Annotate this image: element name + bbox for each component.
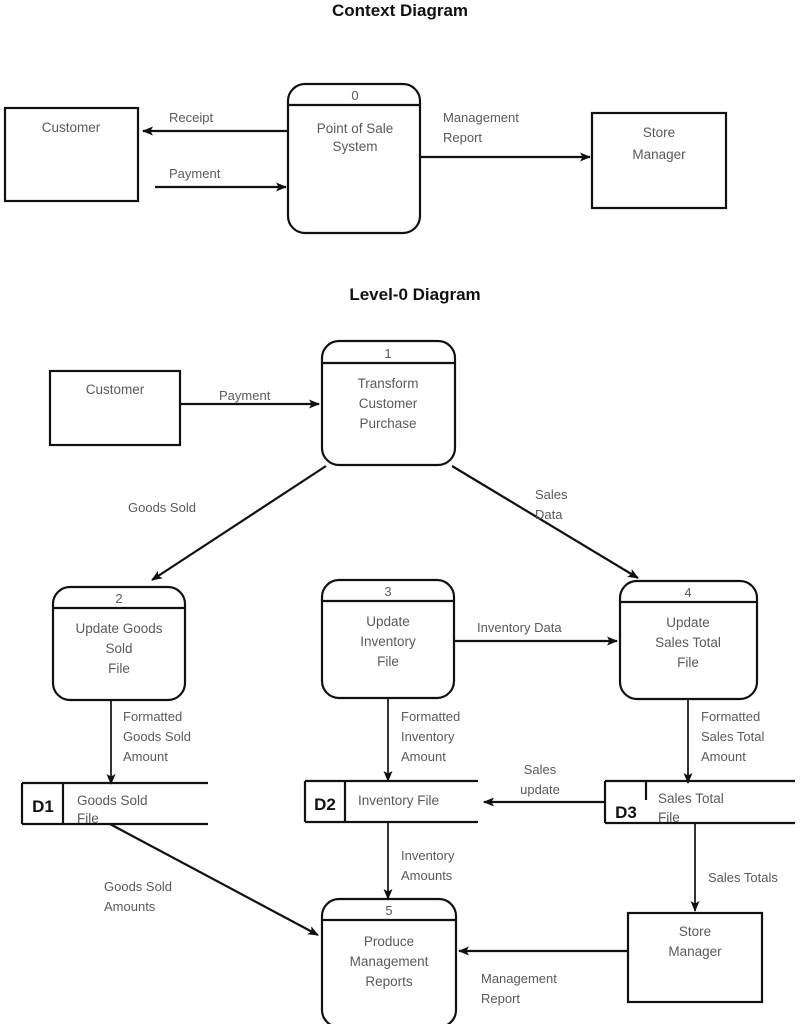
level0-process-5-label-line1: Produce [364,934,414,949]
level0-flow-formatted-goods-sold-amount-line1: Formatted [123,709,182,724]
level0-flow-inventory-amounts-line2: Amounts [401,868,453,883]
level0-flow-formatted-sales-total-amount-line1: Formatted [701,709,760,724]
level0-data-store-inventory-file[interactable] [303,779,478,824]
level0-flow-goods-sold-amounts-line1: Goods Sold [104,879,172,894]
level0-data-store-d3-label-line2: File [658,810,680,825]
level0-entity-customer[interactable] [48,369,182,447]
context-process-point-of-sale-system[interactable] [286,82,422,235]
level0-flow-formatted-sales-total-amount-line2: Sales Total [701,729,764,744]
level0-flow-management-report-line2: Report [481,991,520,1006]
level0-entity-store-manager[interactable] [626,911,764,1004]
level0-data-store-d2-id: D2 [314,795,336,814]
context-process-0-label-line2: System [332,139,377,154]
context-process-0-label-line1: Point of Sale [317,121,394,136]
level0-process-3-label-line2: Inventory [360,634,416,649]
level0-process-2-label-line2: Sold [105,641,132,656]
level0-flow-sales-update-line1: Sales [524,762,557,777]
level0-process-produce-management-reports[interactable] [320,897,458,1024]
level0-flow-formatted-goods-sold-amount-line3: Amount [123,749,168,764]
level0-process-5-label-line3: Reports [365,974,413,989]
context-flow-receipt-label: Receipt [169,110,213,125]
context-entity-customer[interactable] [3,106,140,203]
level0-process-4-label-line2: Sales Total [655,635,721,650]
level0-entity-customer-label: Customer [86,382,145,397]
level0-process-5-number: 5 [385,903,392,918]
level0-flow-payment-label: Payment [219,388,271,403]
level0-flow-inventory-data-label: Inventory Data [477,620,562,635]
level0-process-3-label-line3: File [377,654,399,669]
level0-data-store-d2-label-line1: Inventory File [358,793,439,808]
level0-data-store-d3-label-line1: Sales Total [658,791,724,806]
level0-data-store-d1-label-line2: File [77,811,99,826]
level0-data-store-d1-id: D1 [32,797,54,816]
level0-flow-formatted-inventory-amount-line2: Inventory [401,729,455,744]
level0-flow-formatted-goods-sold-amount-line2: Goods Sold [123,729,191,744]
level0-diagram-title: Level-0 Diagram [349,285,480,304]
level0-process-3-number: 3 [384,584,391,599]
level0-process-2-number: 2 [115,591,122,606]
level0-process-4-label-line1: Update [666,615,710,630]
level0-process-1-label-line1: Transform [357,376,418,391]
level0-flow-formatted-inventory-amount-line3: Amount [401,749,446,764]
level0-flow-sales-data-line1: Sales [535,487,568,502]
context-entity-store-manager-line2: Manager [632,147,686,162]
level0-entity-store-manager-line1: Store [679,924,711,939]
context-flow-payment-label: Payment [169,166,221,181]
context-entity-customer-label: Customer [42,120,101,135]
level0-flow-inventory-amounts-line1: Inventory [401,848,455,863]
level0-flow-management-report-line1: Management [481,971,557,986]
level0-flow-goods-sold-amounts-line2: Amounts [104,899,156,914]
level0-data-store-d3-id: D3 [615,803,637,822]
level0-flow-sales-totals-label: Sales Totals [708,870,778,885]
level0-flow-goods-sold-arrow [151,465,327,581]
level0-flow-formatted-sales-total-amount-line3: Amount [701,749,746,764]
level0-process-1-label-line3: Purchase [359,416,416,431]
level0-flow-goods-sold-amounts-arrow [109,823,319,936]
context-entity-store-manager-line1: Store [643,125,675,140]
level0-flow-sales-data-line2: Data [535,507,563,522]
level0-flow-sales-update-line2: update [520,782,560,797]
level0-process-3-label-line1: Update [366,614,410,629]
context-flow-management-report-line1: Management [443,110,519,125]
level0-entity-store-manager-line2: Manager [668,944,722,959]
level0-process-2-label-line1: Update Goods [75,621,162,636]
level0-flow-goods-sold-label: Goods Sold [128,500,196,515]
context-entity-store-manager[interactable] [590,111,728,210]
level0-data-store-sales-total-file[interactable] [603,779,795,825]
level0-flow-formatted-inventory-amount-line1: Formatted [401,709,460,724]
context-diagram-title: Context Diagram [332,1,468,20]
level0-process-2-label-line3: File [108,661,130,676]
level0-process-1-label-line2: Customer [359,396,418,411]
context-process-0-number: 0 [351,88,358,103]
level0-process-transform-customer-purchase[interactable] [320,339,457,467]
level0-process-4-label-line3: File [677,655,699,670]
level0-process-5-label-line2: Management [350,954,429,969]
level0-data-store-d1-label-line1: Goods Sold [77,793,148,808]
level0-process-4-number: 4 [684,585,691,600]
level0-flow-sales-data-arrow [451,465,639,579]
level0-process-update-goods-sold-file[interactable] [51,585,187,702]
context-flow-management-report-line2: Report [443,130,482,145]
level0-process-1-number: 1 [384,346,391,361]
level0-data-store-goods-sold-file[interactable] [20,781,208,826]
